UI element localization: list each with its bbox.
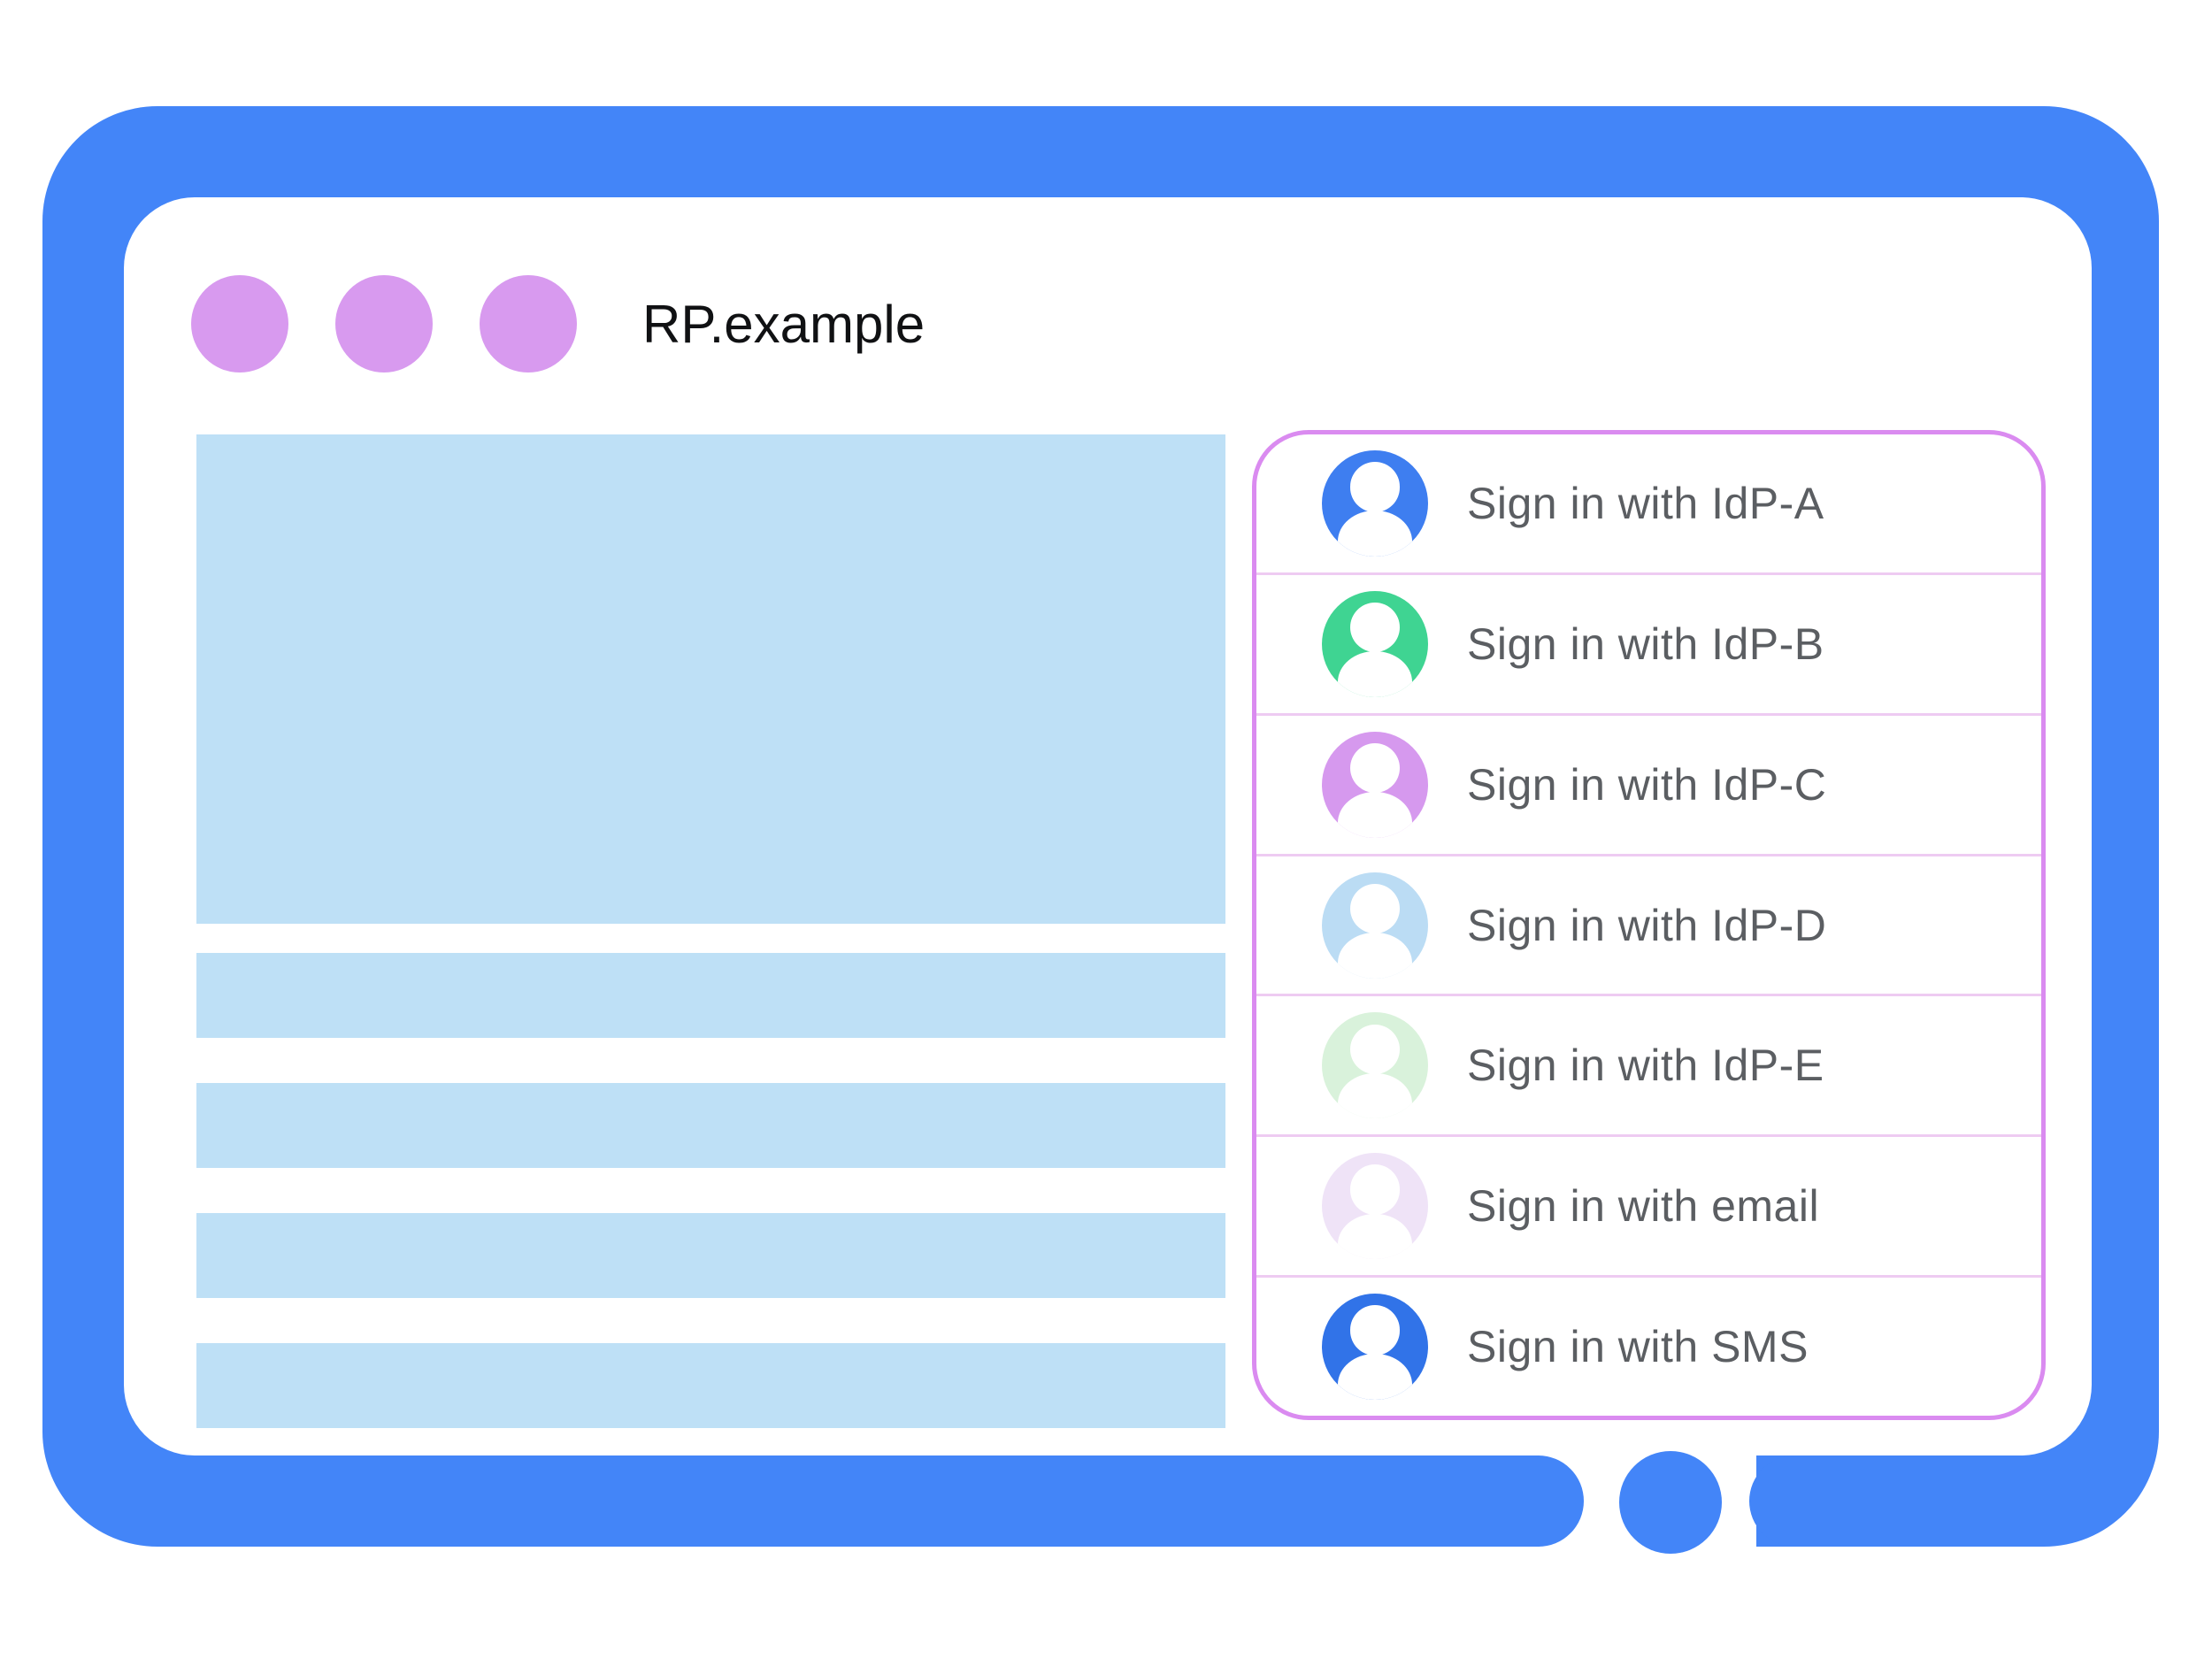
window-control-dot-1[interactable] xyxy=(191,275,288,373)
window-controls xyxy=(191,275,577,373)
signin-option-label: Sign in with IdP-D xyxy=(1467,900,1827,950)
text-placeholder-bar xyxy=(196,1083,1225,1168)
signin-option-label: Sign in with IdP-B xyxy=(1467,618,1824,669)
home-button[interactable] xyxy=(1619,1451,1722,1554)
signin-panel: Sign in with IdP-A Sign in with IdP-B Si… xyxy=(1252,430,2046,1420)
site-title: RP.example xyxy=(642,294,926,354)
signin-option-label: Sign in with IdP-A xyxy=(1467,478,1824,528)
person-circle-icon xyxy=(1322,449,1428,557)
signin-option-idp-e[interactable]: Sign in with IdP-E xyxy=(1256,994,2041,1134)
text-placeholder-bar xyxy=(196,953,1225,1038)
browser-frame: RP.example Sign in with IdP-A Sign in wi… xyxy=(42,106,2159,1547)
window-control-dot-3[interactable] xyxy=(480,275,577,373)
bezel-cap-right xyxy=(1749,1455,1844,1547)
signin-option-idp-b[interactable]: Sign in with IdP-B xyxy=(1256,572,2041,713)
browser-screen: RP.example Sign in with IdP-A Sign in wi… xyxy=(124,197,2092,1455)
signin-option-label: Sign in with IdP-C xyxy=(1467,759,1827,810)
signin-option-email[interactable]: Sign in with email xyxy=(1256,1134,2041,1275)
signin-option-label: Sign in with IdP-E xyxy=(1467,1041,1824,1091)
bezel-cap-left xyxy=(1489,1455,1584,1547)
signin-option-idp-c[interactable]: Sign in with IdP-C xyxy=(1256,712,2041,854)
signin-option-idp-a[interactable]: Sign in with IdP-A xyxy=(1256,434,2041,572)
signin-option-sms[interactable]: Sign in with SMS xyxy=(1256,1275,2041,1416)
text-placeholder-bar xyxy=(196,1213,1225,1298)
person-circle-icon xyxy=(1322,590,1428,697)
person-circle-icon xyxy=(1322,1294,1428,1401)
signin-option-idp-d[interactable]: Sign in with IdP-D xyxy=(1256,853,2041,995)
window-control-dot-2[interactable] xyxy=(335,275,433,373)
person-circle-icon xyxy=(1322,731,1428,838)
person-circle-icon xyxy=(1322,872,1428,979)
text-placeholder-bar xyxy=(196,1343,1225,1428)
signin-option-label: Sign in with email xyxy=(1467,1181,1820,1232)
text-placeholder-bars xyxy=(196,953,1225,1428)
person-circle-icon xyxy=(1322,1012,1428,1119)
person-circle-icon xyxy=(1322,1153,1428,1260)
signin-option-label: Sign in with SMS xyxy=(1467,1322,1809,1372)
hero-placeholder-block xyxy=(196,434,1225,924)
